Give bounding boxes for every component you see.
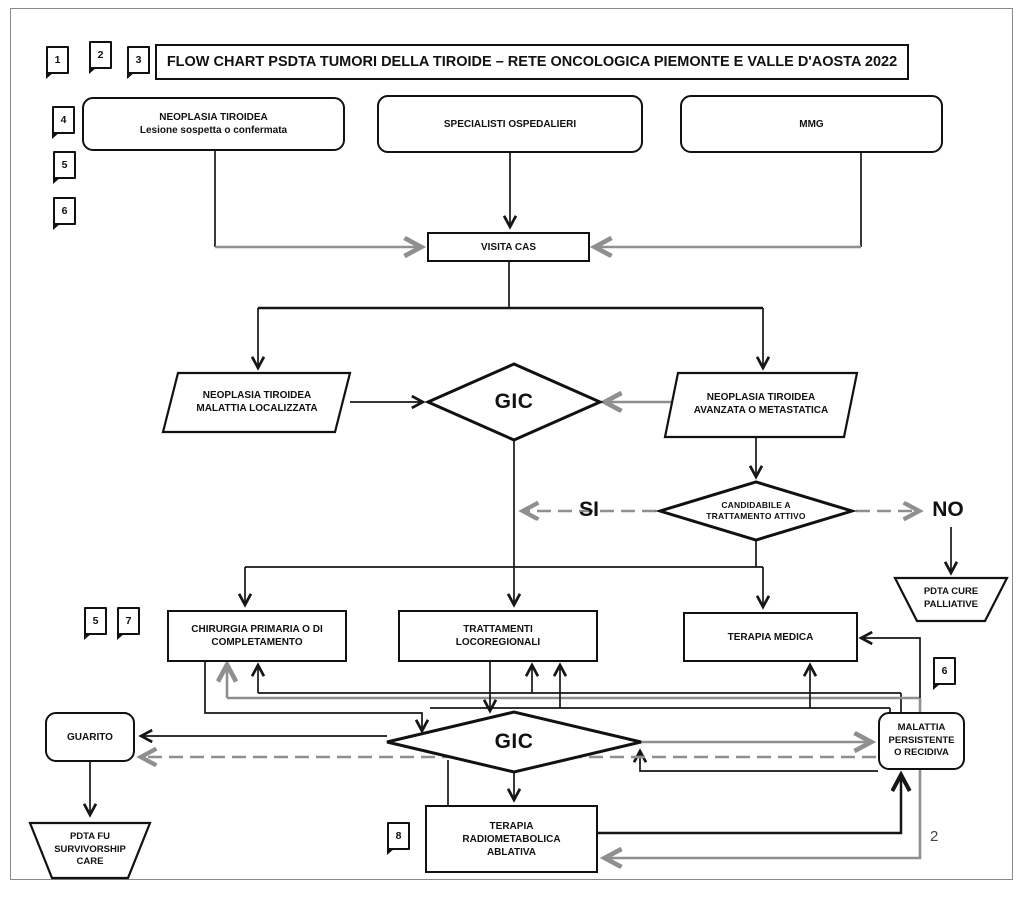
label-malattia-localizzata: NEOPLASIA TIROIDEA MALATTIA LOCALIZZATA [196, 389, 318, 415]
note-flag-icon: 2 [89, 41, 112, 74]
label-si: SI [579, 497, 599, 521]
node-malattia-persistente: MALATTIA PERSISTENTE O RECIDIVA [878, 712, 965, 770]
note-flag-icon: 5 [84, 607, 107, 640]
label-candidabile: CANDIDABILE A TRATTAMENTO ATTIVO [706, 499, 806, 521]
note-flag-icon: 6 [933, 657, 956, 690]
node-mmg: MMG [680, 95, 943, 153]
parallelogram-avanzata-metastatica [663, 371, 859, 439]
label-gic-1: GIC [494, 389, 534, 413]
note-flag-icon: 7 [117, 607, 140, 640]
node-terapia-medica: TERAPIA MEDICA [683, 612, 858, 662]
label-pdta-cure-palliative: PDTA CURE PALLIATIVE [923, 586, 979, 610]
page-number: 2 [930, 828, 939, 845]
label-no: NO [932, 497, 964, 521]
node-visita-cas: VISITA CAS [427, 232, 590, 262]
note-flag-icon: 6 [53, 197, 76, 230]
node-guarito: GUARITO [45, 712, 135, 762]
label-avanzata-metastatica: NEOPLASIA TIROIDEA AVANZATA O METASTATIC… [693, 391, 829, 417]
parallelogram-malattia-localizzata [161, 371, 352, 434]
node-trattamenti-locoregionali: TRATTAMENTI LOCOREGIONALI [398, 610, 598, 662]
label-pdta-fu: PDTA FU SURVIVORSHIP CARE [54, 830, 126, 868]
note-flag-icon: 5 [53, 151, 76, 184]
diamond-gic-2 [386, 710, 642, 774]
note-flag-icon: 8 [387, 822, 410, 855]
node-terapia-radiometabolica: TERAPIA RADIOMETABOLICA ABLATIVA [425, 805, 598, 873]
node-neoplasia-sospetta: NEOPLASIA TIROIDEA Lesione sospetta o co… [82, 97, 345, 151]
diamond-gic-1 [424, 362, 604, 442]
label-gic-2: GIC [494, 729, 534, 753]
diamond-candidabile [654, 480, 858, 542]
note-flag-icon: 4 [52, 106, 75, 139]
node-specialisti-ospedalieri: SPECIALISTI OSPEDALIERI [377, 95, 643, 153]
node-chirurgia: CHIRURGIA PRIMARIA O DI COMPLETAMENTO [167, 610, 347, 662]
note-flag-icon: 1 [46, 46, 69, 79]
chart-border [10, 8, 1013, 880]
note-flag-icon: 3 [127, 46, 150, 79]
trapezoid-pdta-cure-palliative [893, 576, 1009, 623]
trapezoid-pdta-fu [28, 821, 152, 880]
page-title: FLOW CHART PSDTA TUMORI DELLA TIROIDE – … [155, 44, 909, 80]
